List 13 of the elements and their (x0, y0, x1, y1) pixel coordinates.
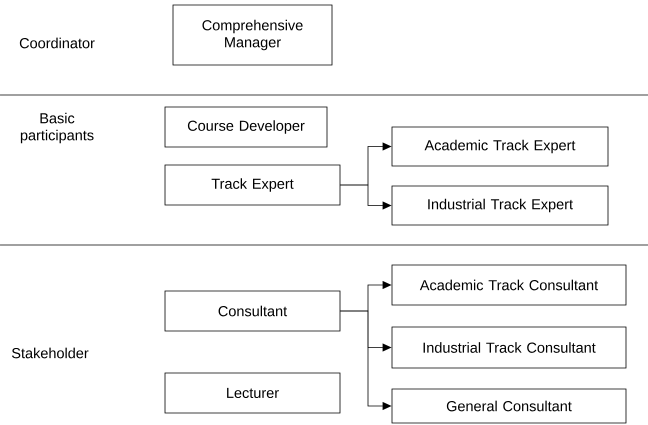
role-box: Industrial Track Consultant (392, 326, 626, 368)
role-box: Academic Track Expert (392, 126, 608, 166)
role-box: Academic Track Consultant (392, 264, 626, 306)
role-box: Consultant (164, 290, 340, 332)
section-label: Coordinator (20, 38, 95, 48)
role-box: Lecturer (164, 372, 340, 414)
role-box: Comprehensive Manager (172, 4, 332, 66)
role-box: General Consultant (392, 388, 626, 424)
section-label: Stakeholder (12, 348, 88, 358)
role-box: Course Developer (164, 106, 328, 148)
section-label: Basic participants (20, 112, 94, 144)
role-box: Track Expert (164, 164, 340, 206)
role-box: Industrial Track Expert (392, 186, 608, 226)
